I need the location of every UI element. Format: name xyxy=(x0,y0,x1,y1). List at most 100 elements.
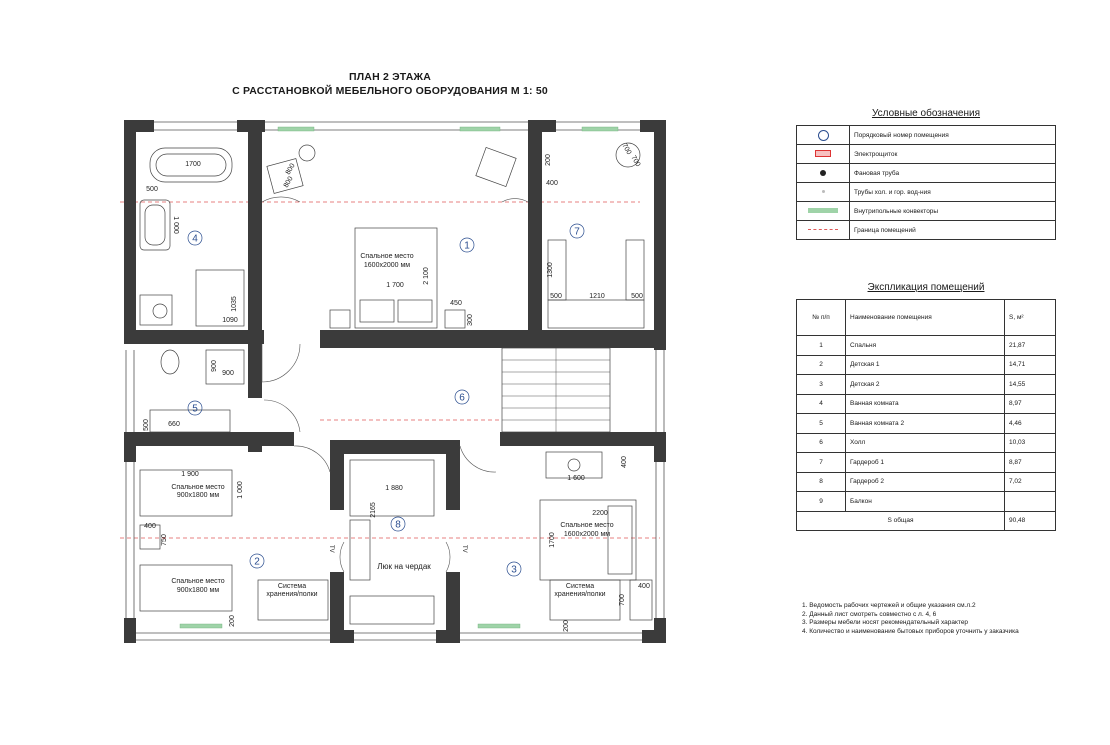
storage3-label-2: хранения/полки xyxy=(554,591,605,598)
legend-label: Фановая труба xyxy=(849,163,1056,183)
note-3: 3. Размеры мебели носят рекомендательный… xyxy=(802,619,969,627)
bed1-label-2: 1600x2000 мм xyxy=(364,262,410,269)
legend-label: Граница помещений xyxy=(849,220,1056,240)
bed3-label-1: Спальное место xyxy=(560,522,613,529)
legend-row: Порядковый номер помещения xyxy=(796,125,1056,145)
general-notes: 1. Ведомость рабочих чертежей и общие ук… xyxy=(802,602,1019,636)
room-number-markers: 1 2 3 4 5 6 7 8 xyxy=(187,223,585,577)
dim-14: 1300 xyxy=(547,262,554,278)
room-number-5: 5 xyxy=(187,400,203,416)
tv2-label: TV xyxy=(461,545,467,553)
dim-4: 1035 xyxy=(231,296,238,312)
title-line-2: С РАССТАНОВКОЙ МЕБЕЛЬНОГО ОБОРУДОВАНИЯ М… xyxy=(232,85,548,97)
note-4: 4. Количество и наименование бытовых при… xyxy=(802,627,1019,635)
dim-24: 1 900 xyxy=(181,471,199,478)
explication-heading: Экспликация помещений xyxy=(867,282,985,293)
row-number: 2 xyxy=(796,354,846,375)
dim-13: 400 xyxy=(546,180,558,187)
dim-15: 500 xyxy=(550,293,562,300)
storage2-label-2: хранения/полки xyxy=(266,591,317,598)
row-area: 21,87 xyxy=(1004,335,1056,356)
legend-section: Условные обозначения Порядковый номер по… xyxy=(796,108,1056,240)
row-name: Ванная комната xyxy=(845,393,1005,414)
dim-22: 500 xyxy=(143,419,150,431)
title-line-1: ПЛАН 2 ЭТАЖА xyxy=(348,71,432,83)
row-number: 7 xyxy=(796,452,846,473)
row-name: Балкон xyxy=(845,491,1005,512)
legend-symbol-cell xyxy=(796,125,850,145)
row-area: 8,87 xyxy=(1004,452,1056,473)
legend-label: Порядковый номер помещения xyxy=(849,125,1056,145)
room-number-5-label: 5 xyxy=(192,404,198,415)
row-number: 9 xyxy=(796,491,846,512)
furniture-labels: Спальное место 1600x2000 мм Спальное мес… xyxy=(171,253,613,598)
room-number-circle-icon xyxy=(817,129,829,141)
row-name: Холл xyxy=(845,432,1005,453)
col-header-name: Наименование помещения xyxy=(845,299,1005,336)
dim-34: 1700 xyxy=(549,532,556,548)
room-number-4: 4 xyxy=(187,230,203,246)
row-area xyxy=(1004,491,1056,512)
bed2b-label-2: 900x1800 мм xyxy=(177,587,220,594)
row-name: Детская 1 xyxy=(845,354,1005,375)
explication-section: Экспликация помещений № п/п Наименование… xyxy=(796,282,1056,531)
room-number-4-label: 4 xyxy=(192,234,198,245)
legend-symbol-cell xyxy=(796,182,850,202)
room-number-3-label: 3 xyxy=(511,565,517,576)
row-number: 4 xyxy=(796,393,846,414)
dim-1: 1700 xyxy=(185,161,201,168)
walls xyxy=(124,120,666,643)
dim-10: 450 xyxy=(450,300,462,307)
storage3-label-1: Система xyxy=(566,583,594,590)
row-name: Гардероб 2 xyxy=(845,471,1005,492)
legend-label: Электрощиток xyxy=(849,144,1056,164)
dim-35: 400 xyxy=(638,583,650,590)
row-area: 7,02 xyxy=(1004,471,1056,492)
dim-8: 1 700 xyxy=(386,282,404,289)
dim-7: 800 xyxy=(283,175,295,189)
dim-18: 700 xyxy=(620,142,632,156)
row-name: Спальня xyxy=(845,335,1005,356)
dim-3: 1 000 xyxy=(172,216,179,234)
room-number-6: 6 xyxy=(454,389,470,405)
total-value: 90,48 xyxy=(1004,510,1056,531)
room-number-8: 8 xyxy=(390,516,406,532)
row-name: Гардероб 1 xyxy=(845,452,1005,473)
total-label: S общая xyxy=(796,510,1005,531)
bed1-label-1: Спальное место xyxy=(360,253,413,260)
doors xyxy=(261,196,529,573)
legend-symbol-cell xyxy=(796,144,850,164)
dim-25: 1 000 xyxy=(237,481,244,499)
legend-symbol-cell xyxy=(796,220,850,240)
storage2-label-1: Система xyxy=(278,583,306,590)
row-number: 1 xyxy=(796,335,846,356)
room-number-7: 7 xyxy=(569,223,585,239)
dim-16: 1210 xyxy=(589,293,605,300)
bed2a-label-1: Спальное место xyxy=(171,484,224,491)
dim-37: 200 xyxy=(563,620,570,632)
room-number-1-label: 1 xyxy=(464,241,470,252)
stair-treads xyxy=(502,348,610,432)
dim-28: 200 xyxy=(229,615,236,627)
dim-23: 660 xyxy=(168,421,180,428)
legend-row: Трубы хол. и гор. вод-ния xyxy=(796,182,1056,202)
legend-heading: Условные обозначения xyxy=(871,108,981,119)
attic-hatch-label: Люк на чердак xyxy=(377,562,431,571)
legend-symbol-cell xyxy=(796,163,850,183)
row-number: 5 xyxy=(796,413,846,434)
furniture xyxy=(139,142,653,625)
dim-27: 750 xyxy=(161,534,168,546)
bed2a-label-2: 900x1800 мм xyxy=(177,492,220,499)
floor-plan: 1 2 3 4 5 6 7 8 Спальное место 1600x2000… xyxy=(120,120,666,643)
room-number-3: 3 xyxy=(506,561,522,577)
dim-17: 500 xyxy=(631,293,643,300)
row-area: 10,03 xyxy=(1004,432,1056,453)
room-number-7-label: 7 xyxy=(574,227,580,238)
dim-32: 400 xyxy=(621,456,628,468)
dim-9: 2 100 xyxy=(423,267,430,285)
